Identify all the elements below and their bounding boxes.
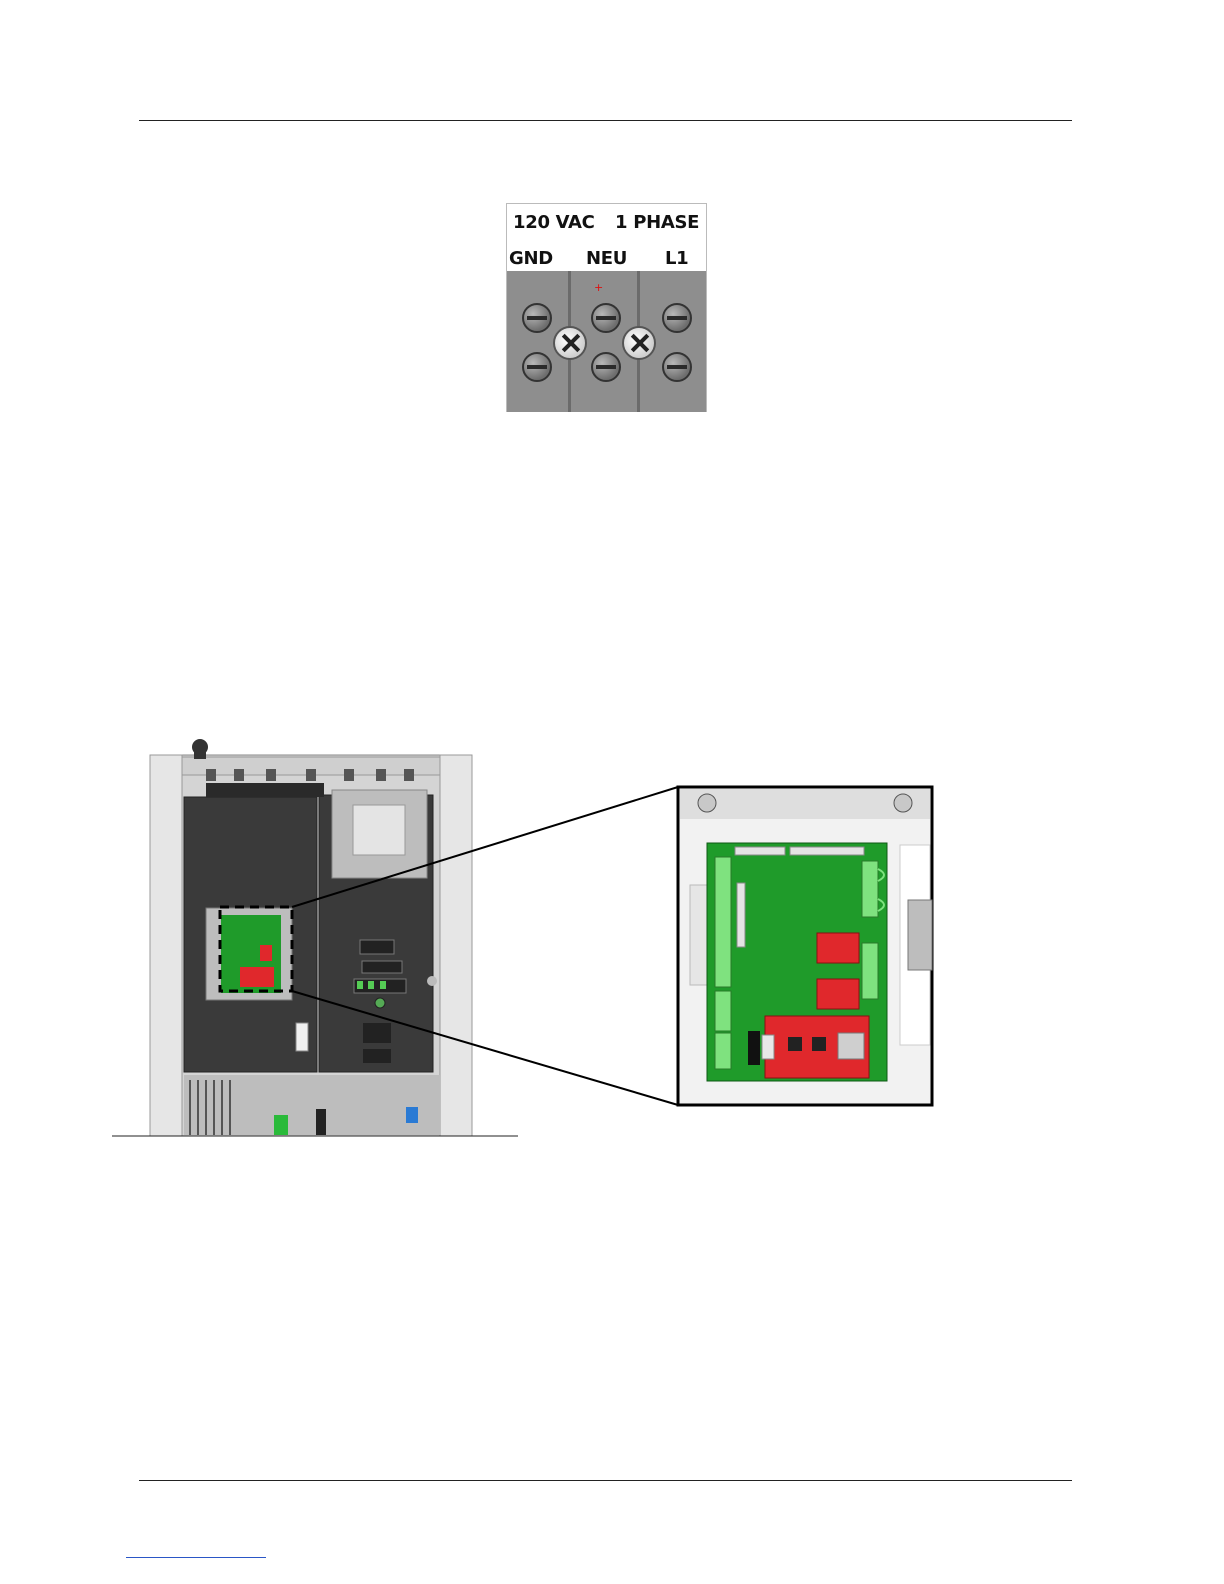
screw-icon	[522, 352, 552, 382]
polarity-mark: +	[594, 281, 603, 294]
screw-icon	[591, 352, 621, 382]
screw-icon	[662, 352, 692, 382]
terminal-label-l1: L1	[665, 248, 688, 269]
enclosure-board-figure	[110, 735, 940, 1145]
terminal-strip	[507, 271, 706, 412]
header-rule	[139, 120, 1072, 121]
terminal-label-gnd: GND	[509, 248, 553, 269]
phase-label: 1 PHASE	[615, 212, 699, 233]
zoomed-control-board	[678, 787, 932, 1105]
phillips-screw-icon	[553, 326, 587, 360]
footer-link-underline	[126, 1557, 266, 1558]
cabinet-illustration	[112, 739, 518, 1136]
screw-icon	[522, 303, 552, 333]
terminal-block-figure: 120 VAC 1 PHASE GND NEU L1 +	[506, 203, 707, 412]
footer-rule	[139, 1480, 1072, 1481]
phillips-screw-icon	[622, 326, 656, 360]
screw-icon	[662, 303, 692, 333]
terminal-label-neu: NEU	[586, 248, 627, 269]
voltage-label: 120 VAC	[513, 212, 595, 233]
screw-icon	[591, 303, 621, 333]
